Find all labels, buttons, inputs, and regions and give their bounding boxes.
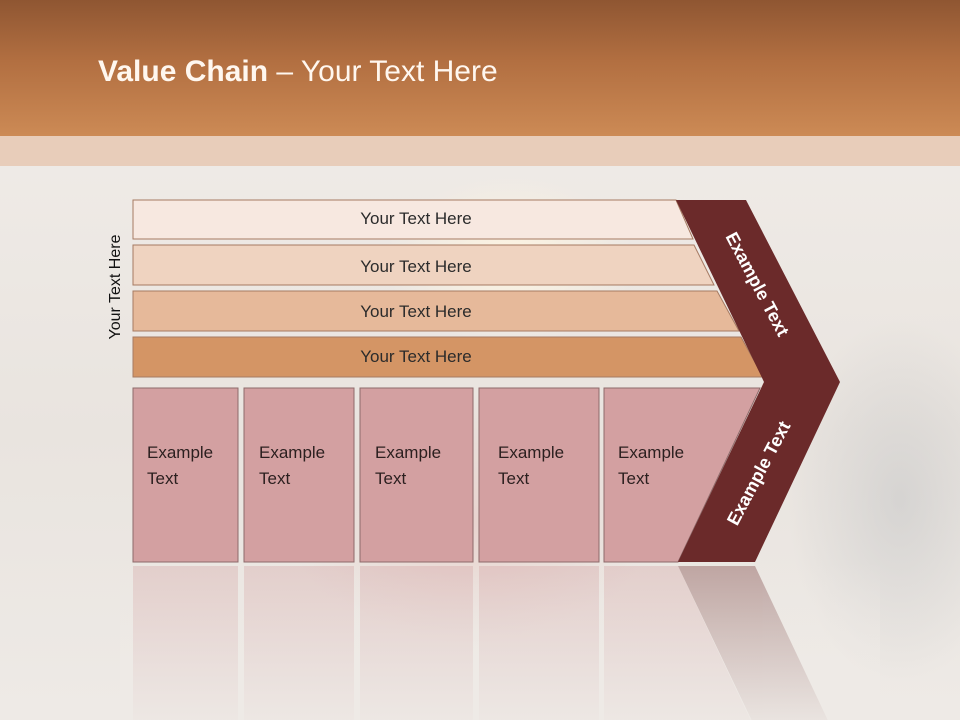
support-bars: Your Text Here Your Text Here Your Text … — [132, 199, 764, 378]
bar-1-label: Your Text Here — [360, 209, 472, 228]
activity-box-3-line2: Text — [375, 469, 406, 488]
chevron-arrow — [676, 200, 840, 562]
activity-box-2-line2: Text — [259, 469, 290, 488]
activity-box-2 — [243, 387, 355, 563]
bar-1 — [132, 199, 694, 240]
bar-2 — [132, 244, 715, 286]
activity-box-1-line1: Example — [147, 443, 213, 462]
title-rest: – Your Text Here — [268, 55, 498, 88]
activity-box-4 — [478, 387, 600, 563]
activity-box-1-line2: Text — [147, 469, 178, 488]
activity-box-2-line1: Example — [259, 443, 325, 462]
activity-box-3-line1: Example — [375, 443, 441, 462]
title-bar — [0, 0, 960, 136]
activity-box-4-line1: Example — [498, 443, 564, 462]
bar-4-label: Your Text Here — [360, 347, 472, 366]
activity-box-3 — [359, 387, 474, 563]
title-band — [0, 136, 960, 166]
activity-box-1 — [132, 387, 239, 563]
activity-box-5-line2: Text — [618, 469, 649, 488]
slide-title: Value Chain – Your Text Here — [98, 55, 498, 89]
title-bold: Value Chain — [98, 55, 269, 88]
primary-activity-boxes: Example Text Example Text Example Text E… — [132, 387, 761, 563]
bar-3 — [132, 290, 740, 332]
bar-3-label: Your Text Here — [360, 302, 472, 321]
activity-box-5-line1: Example — [618, 443, 684, 462]
reflection-fade — [120, 562, 880, 720]
activity-box-4-line2: Text — [498, 469, 529, 488]
bar-2-label: Your Text Here — [360, 257, 472, 276]
